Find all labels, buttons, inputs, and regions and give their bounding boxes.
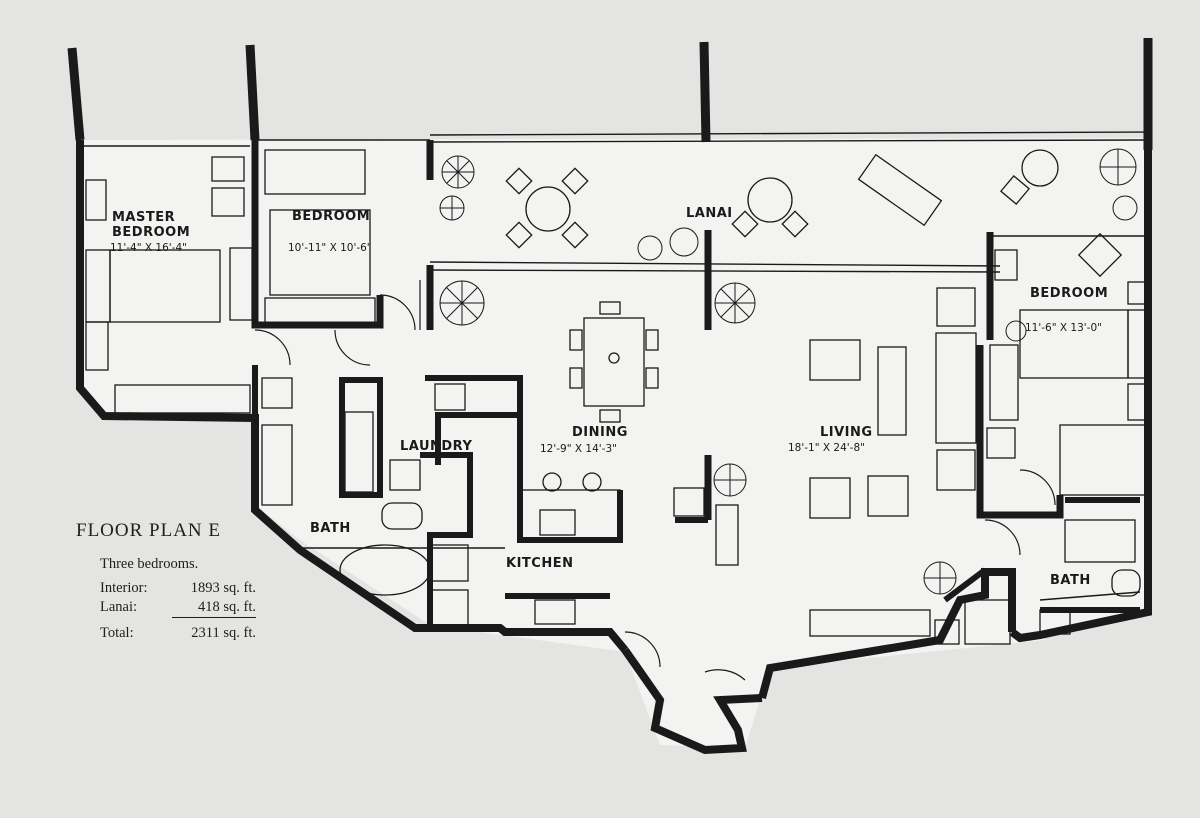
floor-plan-subtitle: Three bedrooms. [100, 556, 199, 572]
laundry-label: LAUNDRY [400, 439, 472, 454]
area-row-lanai: Lanai: 418 sq. ft. [100, 598, 276, 618]
kitchen-label: KITCHEN [506, 556, 573, 571]
bedroom-3-dims: 11'-6" X 13'-0" [1025, 322, 1102, 334]
bedroom-2-label: BEDROOM [292, 209, 370, 224]
area-row-total: Total: 2311 sq. ft. [100, 624, 276, 643]
room-labels: MASTER BEDROOM 11'-4" X 16'-4" BEDROOM 1… [110, 206, 1108, 588]
dining-dims: 12'-9" X 14'-3" [540, 443, 617, 455]
living-dims: 18'-1" X 24'-8" [788, 442, 865, 454]
dining-label: DINING [572, 425, 628, 440]
master-bedroom-label-line1: MASTER [112, 210, 175, 225]
interior-furniture [85, 149, 1149, 645]
lanai-label: LANAI [686, 206, 733, 221]
floor-plan-legend: FLOOR PLAN E Three bedrooms. Interior: 1… [76, 520, 276, 643]
area-label: Total: [100, 625, 134, 641]
area-value: 418 sq. ft. [172, 598, 256, 618]
bedroom-2-dims: 10'-11" X 10'-6" [288, 242, 372, 254]
bath-1-label: BATH [310, 521, 351, 536]
area-value: 2311 sq. ft. [191, 625, 256, 641]
master-bedroom-label-line2: BEDROOM [112, 225, 190, 240]
living-label: LIVING [820, 425, 873, 440]
lanai-furniture [505, 149, 1059, 249]
floor-plan-title: FLOOR PLAN E [76, 520, 222, 541]
floor-area [80, 138, 1148, 748]
window-lines [84, 131, 1149, 601]
area-label: Interior: [100, 580, 148, 596]
bath-2-label: BATH [1050, 573, 1091, 588]
door-swings [254, 280, 1056, 681]
area-row-interior: Interior: 1893 sq. ft. [100, 579, 276, 598]
area-label: Lanai: [100, 599, 138, 615]
area-value: 1893 sq. ft. [190, 580, 256, 596]
master-bedroom-dims: 11'-4" X 16'-4" [110, 242, 187, 254]
plants [439, 148, 1138, 595]
bedroom-3-label: BEDROOM [1030, 286, 1108, 301]
